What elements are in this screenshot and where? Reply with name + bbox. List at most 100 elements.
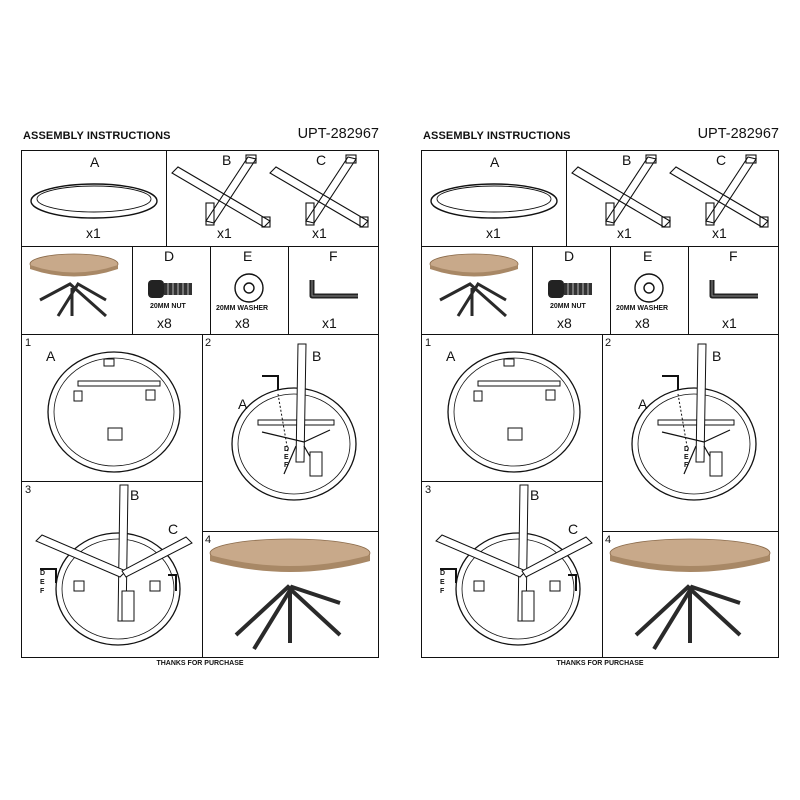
product-code: UPT-282967 [697,126,779,142]
hardware-d-label: D [564,248,575,264]
hardware-d-qty: x8 [157,315,172,331]
step-3-panel: 3 B C D E F [422,481,602,657]
hardware-e-cell: E 20MM WASHER x8 [610,246,688,334]
footer-note: THANKS FOR PURCHASE [556,660,644,667]
step-4-number: 4 [605,534,612,546]
parts-bc-cell: B C x1 [566,151,778,246]
hardware-d-qty: x8 [557,315,572,331]
step-4-panel: 4 [202,531,378,657]
footer-note: THANKS FOR PURCHASE [156,660,244,667]
step-2-label-a: A [638,396,648,412]
step-2-diagram [631,343,757,501]
instruction-frame: A x1 B C [21,150,379,658]
part-c-label: C [716,152,727,168]
step-2-number: 2 [605,337,612,349]
step-2-label-f: F [284,462,289,469]
hardware-d-cell: D 20MM NUT x8 [532,246,610,334]
hardware-e-qty: x8 [235,315,250,331]
hardware-e-label: E [643,248,653,264]
step-3-number: 3 [425,484,432,496]
part-c-qty: x1 [312,225,327,241]
part-a-qty: x1 [486,225,501,241]
step-3-label-f: F [440,588,445,595]
part-b-qty: x1 [617,225,632,241]
step-2-label-b: B [312,348,322,364]
part-a-label: A [90,154,100,170]
washer-icon [234,273,264,303]
step-3-label-e: E [440,579,445,586]
step-2-panel: 2 B A D E F [602,334,778,531]
part-b-label: B [222,152,232,168]
table-top-icon [430,183,558,219]
instruction-sheet-left: ASSEMBLY INSTRUCTIONS UPT-282967 A x1 [21,126,381,672]
instruction-sheet-right: ASSEMBLY INSTRUCTIONS UPT-282967 A x1 [421,126,781,672]
part-a-qty: x1 [86,225,101,241]
step-2-number: 2 [205,337,212,349]
hardware-e-label: E [243,248,253,264]
step-2-label-e: E [284,454,289,461]
step-3-label-c: C [568,521,579,537]
table-top-icon [30,183,158,219]
step-4-finished-table [609,538,771,651]
step-3-label-c: C [168,521,179,537]
step-1-panel: 1 A [22,334,202,481]
step-1-number: 1 [25,337,32,349]
instruction-frame: A x1 B C [421,150,779,658]
step-3-label-b: B [530,487,540,503]
step-3-label-f: F [40,588,45,595]
table-preview-cell [22,246,132,334]
finished-table-icon [29,253,119,318]
step-1-label-a: A [46,348,56,364]
step-3-label-d: D [40,570,46,577]
allen-key-icon [709,280,758,299]
finished-table-icon [429,253,519,318]
step-1-panel: 1 A [422,334,602,481]
hardware-e-name: 20MM WASHER [616,305,669,312]
part-a-cell: A x1 [422,151,566,246]
step-1-label-a: A [446,348,456,364]
part-c-qty: x1 [712,225,727,241]
step-2-label-a: A [238,396,248,412]
bolt-icon [148,280,192,298]
step-1-diagram [447,351,581,473]
step-4-finished-table [209,538,371,651]
step-4-number: 4 [205,534,212,546]
step-2-label-f: F [684,462,689,469]
step-3-diagram [435,484,593,646]
leg-frame-icon [571,154,769,228]
bolt-icon [548,280,592,298]
part-b-qty: x1 [217,225,232,241]
step-3-diagram [35,484,193,646]
hardware-f-qty: x1 [322,315,337,331]
step-3-label-e: E [40,579,45,586]
hardware-f-cell: F x1 [688,246,778,334]
part-a-label: A [490,154,500,170]
step-2-label-d: D [284,446,290,453]
hardware-f-qty: x1 [722,315,737,331]
step-4-panel: 4 [602,531,778,657]
sheet-title: ASSEMBLY INSTRUCTIONS [423,130,571,142]
leg-frame-icon [171,154,369,228]
table-preview-cell [422,246,532,334]
step-2-diagram [231,343,357,501]
hardware-d-label: D [164,248,175,264]
part-a-cell: A x1 [22,151,166,246]
hardware-f-label: F [729,248,738,264]
hardware-e-qty: x8 [635,315,650,331]
allen-key-icon [309,280,358,299]
step-3-label-d: D [440,570,446,577]
step-2-label-e: E [684,454,689,461]
product-code: UPT-282967 [297,126,379,142]
part-c-label: C [316,152,327,168]
step-3-label-b: B [130,487,140,503]
hardware-f-label: F [329,248,338,264]
hardware-d-cell: D 20MM NUT x8 [132,246,210,334]
step-1-diagram [47,351,181,473]
parts-bc-cell: B C x1 [166,151,378,246]
step-2-label-b: B [712,348,722,364]
hardware-e-name: 20MM WASHER [216,305,269,312]
hardware-f-cell: F x1 [288,246,378,334]
step-2-panel: 2 B A D E F [202,334,378,531]
step-3-panel: 3 B C D E F [22,481,202,657]
part-b-label: B [622,152,632,168]
